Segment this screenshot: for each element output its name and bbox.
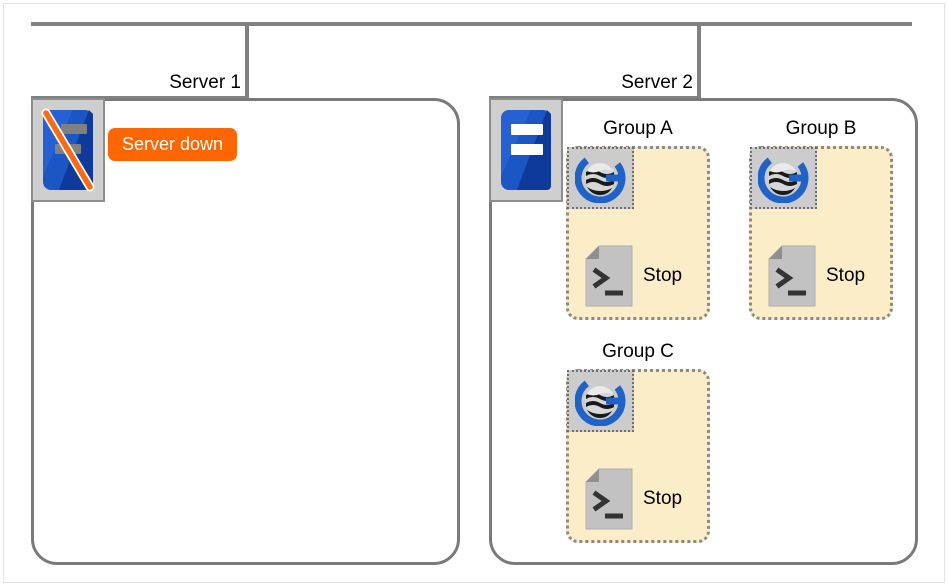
group-a-script-label: Stop: [643, 265, 683, 286]
connector-server-1-drop: [245, 22, 249, 100]
group-c-script-label: Stop: [643, 488, 683, 509]
group-b-script-label: Stop: [826, 265, 866, 286]
connector-server-2-drop: [697, 22, 701, 100]
script-file-icon: [585, 468, 633, 530]
server-1-title: Server 1: [169, 72, 241, 93]
group-a-title: Group A: [603, 118, 673, 139]
glassfish-icon[interactable]: [567, 370, 634, 432]
glassfish-icon[interactable]: [567, 147, 634, 209]
group-c-script[interactable]: Stop: [585, 468, 682, 530]
group-a-box[interactable]: Stop: [566, 146, 710, 320]
group-b-title: Group B: [785, 118, 857, 139]
server-disabled-icon[interactable]: [31, 98, 105, 202]
server-icon[interactable]: [489, 98, 563, 202]
server-1-status-badge[interactable]: Server down: [108, 128, 238, 161]
server-2-title: Server 2: [621, 72, 693, 93]
group-c-box[interactable]: Stop: [566, 369, 710, 543]
group-a-script[interactable]: Stop: [585, 245, 682, 307]
group-c-title: Group C: [602, 341, 674, 362]
group-b-box[interactable]: Stop: [749, 146, 893, 320]
script-file-icon: [585, 245, 633, 307]
glassfish-icon[interactable]: [750, 147, 817, 209]
group-b-script[interactable]: Stop: [768, 245, 865, 307]
connector-top-bus: [31, 22, 912, 26]
script-file-icon: [768, 245, 816, 307]
